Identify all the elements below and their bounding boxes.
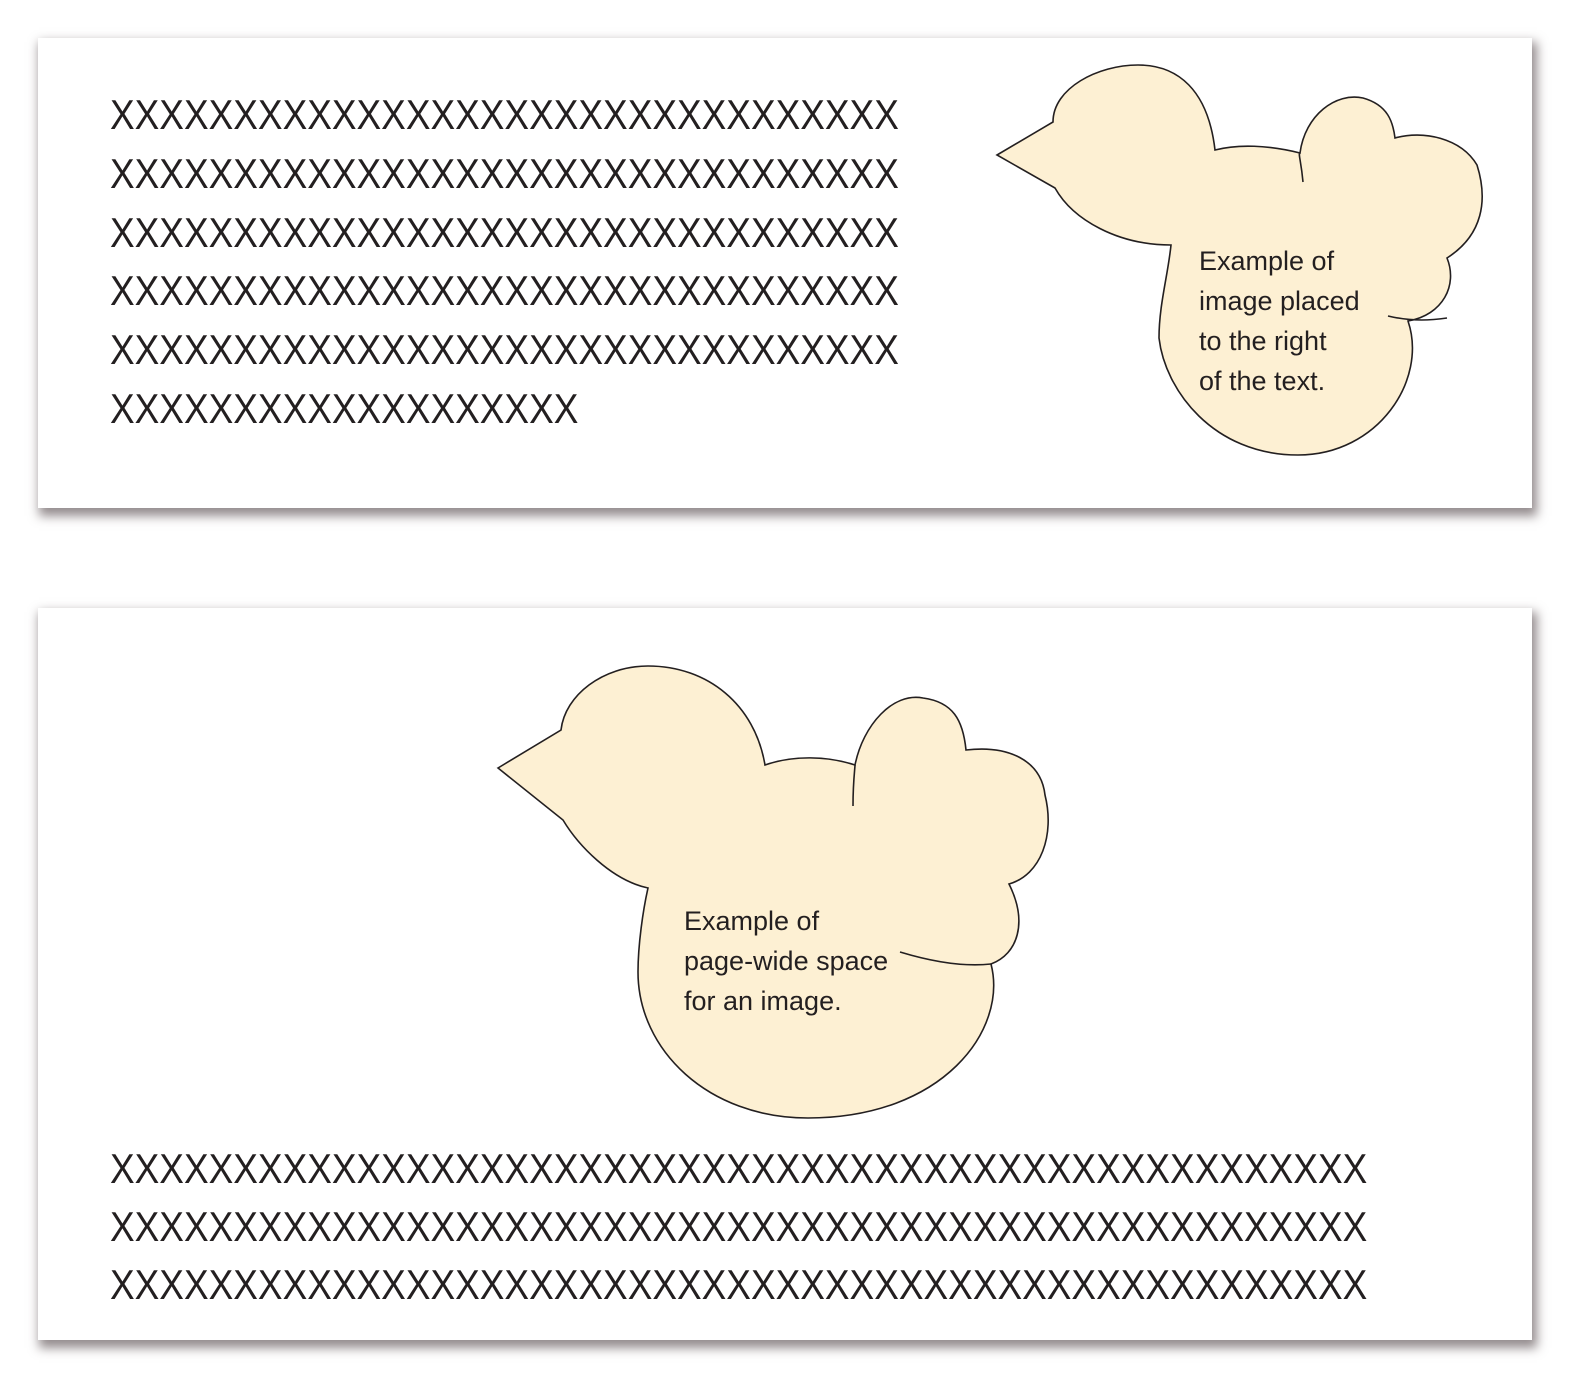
bird-outline <box>496 665 1049 1119</box>
placeholder-text-block-top: XXXXXXXXXXXXXXXXXXXXXXXXXXXXXXXX XXXXXXX… <box>110 86 950 439</box>
bird-shape-icon: Example of page-wide space for an image. <box>496 665 1049 1119</box>
placeholder-text-line: XXXXXXXXXXXXXXXXXXXXXXXXXXXXXXXX <box>110 326 899 374</box>
placeholder-text-line: XXXXXXXXXXXXXXXXXXX <box>110 384 579 432</box>
caption-line: Example of <box>1199 246 1335 276</box>
bird-shape-icon: Example of image placed to the right of … <box>995 64 1483 456</box>
wing-line <box>899 951 992 966</box>
placeholder-text-line: XXXXXXXXXXXXXXXXXXXXXXXXXXXXXXXXXXXXXXXX… <box>110 1203 1368 1250</box>
caption-line: page-wide space <box>684 946 888 976</box>
placeholder-text-line: XXXXXXXXXXXXXXXXXXXXXXXXXXXXXXXX <box>110 208 899 256</box>
placeholder-text-line: XXXXXXXXXXXXXXXXXXXXXXXXXXXXXXXX <box>110 267 899 315</box>
caption-line: of the text. <box>1199 366 1325 396</box>
caption-line: to the right <box>1199 326 1327 356</box>
wing-line <box>1298 152 1304 183</box>
placeholder-text-block-bottom: XXXXXXXXXXXXXXXXXXXXXXXXXXXXXXXXXXXXXXXX… <box>110 1140 1450 1314</box>
wing-line <box>1387 315 1448 321</box>
caption-line: Example of <box>684 906 820 936</box>
bird-outline <box>995 64 1483 456</box>
placeholder-text-line: XXXXXXXXXXXXXXXXXXXXXXXXXXXXXXXXXXXXXXXX… <box>110 1145 1368 1192</box>
caption-line: image placed <box>1199 286 1360 316</box>
caption-line: for an image. <box>684 986 842 1016</box>
wing-line <box>852 764 856 807</box>
placeholder-text-line: XXXXXXXXXXXXXXXXXXXXXXXXXXXXXXXX <box>110 149 899 197</box>
page-top-image-right: XXXXXXXXXXXXXXXXXXXXXXXXXXXXXXXX XXXXXXX… <box>38 38 1532 508</box>
placeholder-text-line: XXXXXXXXXXXXXXXXXXXXXXXXXXXXXXXX <box>110 91 899 138</box>
placeholder-text-line: XXXXXXXXXXXXXXXXXXXXXXXXXXXXXXXXXXXXXXXX… <box>110 1261 1368 1308</box>
page-bottom-image-wide: Example of page-wide space for an image.… <box>38 608 1532 1340</box>
